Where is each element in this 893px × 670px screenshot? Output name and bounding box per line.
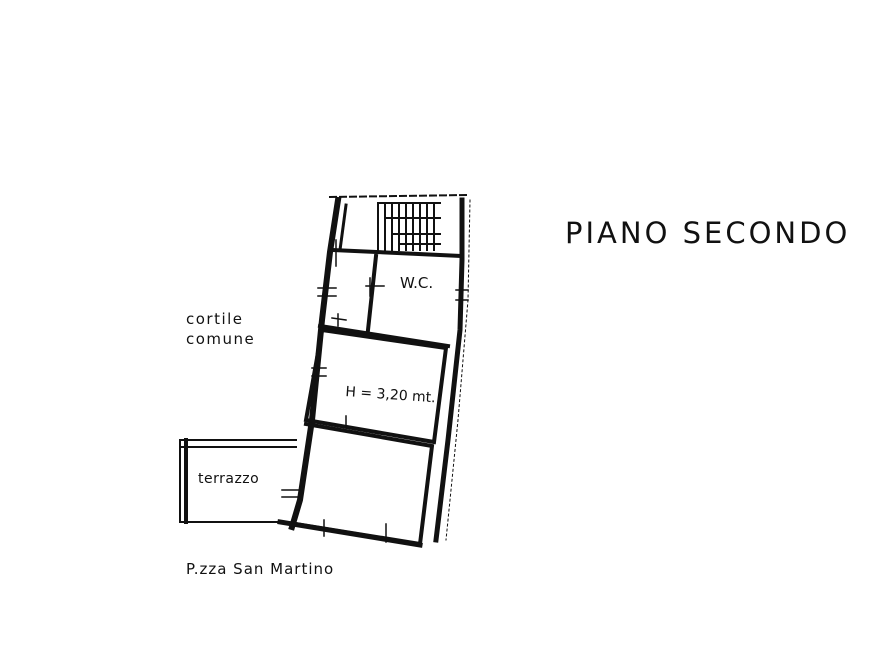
wc-top-wall: [329, 247, 465, 259]
floor-title: PIANO SECONDO: [565, 216, 851, 250]
room-upper: [303, 327, 449, 445]
terrace-outline: [179, 439, 297, 523]
staircase: [377, 202, 441, 251]
wc-left-wall: [365, 253, 379, 333]
openings: [281, 239, 469, 543]
courtyard-label: cortile comune: [186, 309, 255, 349]
courtyard-label-line1: cortile: [186, 310, 244, 328]
street-label: P.zza San Martino: [186, 560, 335, 578]
wc-bottom-wall: [317, 323, 451, 349]
west-wall: [288, 196, 342, 531]
wc-label: W.C.: [400, 274, 434, 292]
east-wall: [433, 197, 465, 543]
top-boundary-line: [328, 193, 470, 199]
south-wall: [277, 519, 423, 548]
courtyard-label-line2: comune: [186, 330, 256, 348]
terrace-label: terrazzo: [198, 471, 260, 487]
